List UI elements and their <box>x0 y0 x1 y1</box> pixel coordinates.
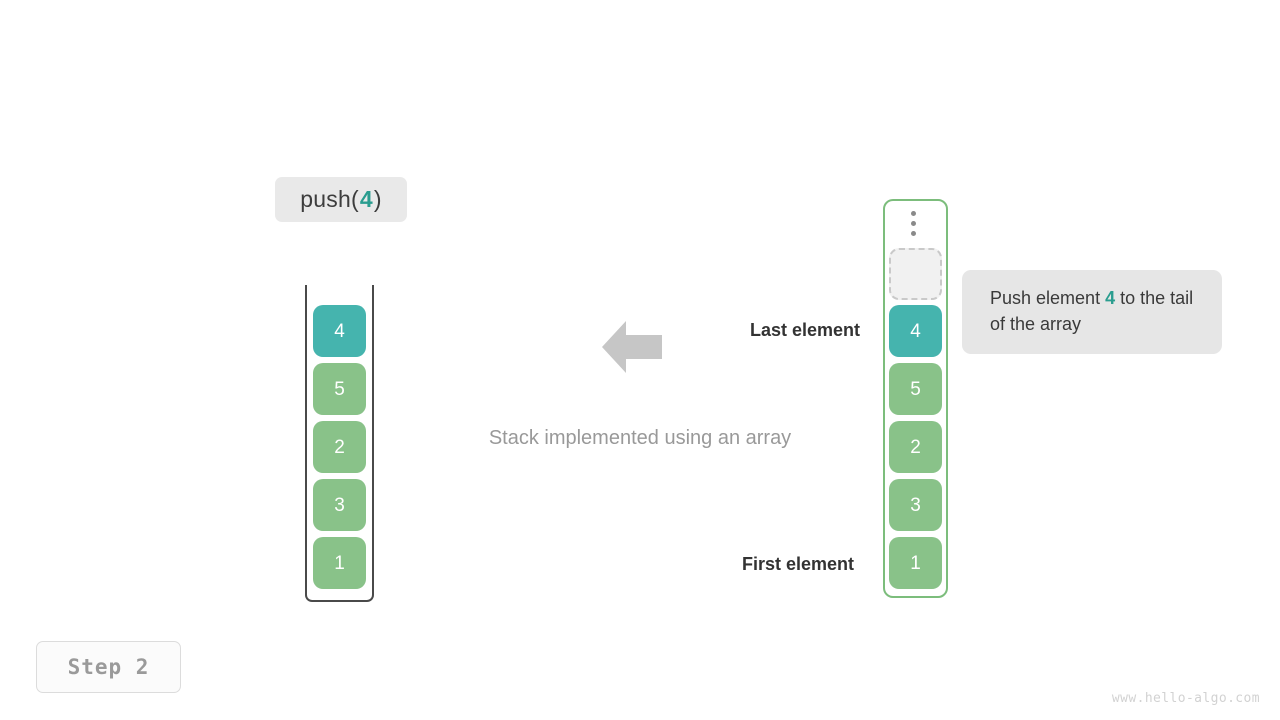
ellipsis-dot <box>911 221 916 226</box>
step-badge: Step 2 <box>36 641 181 693</box>
vertical-ellipsis-icon <box>910 211 917 236</box>
stack-element-list: 4 5 2 3 1 <box>313 305 366 589</box>
diagram-caption: Stack implemented using an array <box>488 427 792 449</box>
array-element: 5 <box>889 363 942 415</box>
stack-container <box>305 285 374 602</box>
array-element: 1 <box>889 537 942 589</box>
array-element: 2 <box>889 421 942 473</box>
callout-text-before: Push element <box>990 288 1106 308</box>
array-element-list: 4 5 2 3 1 <box>889 305 942 589</box>
array-empty-slot <box>889 248 942 300</box>
operation-name: push( <box>300 186 359 212</box>
operation-label: push(4) <box>275 177 407 222</box>
stack-element: 3 <box>313 479 366 531</box>
ellipsis-dot <box>911 231 916 236</box>
ellipsis-dot <box>911 211 916 216</box>
watermark: www.hello-algo.com <box>1111 691 1260 706</box>
callout-highlight: 4 <box>1105 288 1116 308</box>
operation-paren-close: ) <box>373 186 382 212</box>
callout-text-after: to the tail of the array <box>990 288 1194 335</box>
array-container <box>883 199 948 598</box>
array-element: 4 <box>889 305 942 357</box>
arrow-left-icon <box>602 321 662 373</box>
stack-element: 4 <box>313 305 366 357</box>
stack-element: 5 <box>313 363 366 415</box>
stack-element: 1 <box>313 537 366 589</box>
label-first-element: First element <box>741 554 854 574</box>
stack-element: 2 <box>313 421 366 473</box>
array-element: 3 <box>889 479 942 531</box>
label-last-element: Last element <box>749 320 860 340</box>
callout-box: Push element 4 to the tail of the array <box>962 270 1222 355</box>
operation-argument: 4 <box>359 186 373 212</box>
